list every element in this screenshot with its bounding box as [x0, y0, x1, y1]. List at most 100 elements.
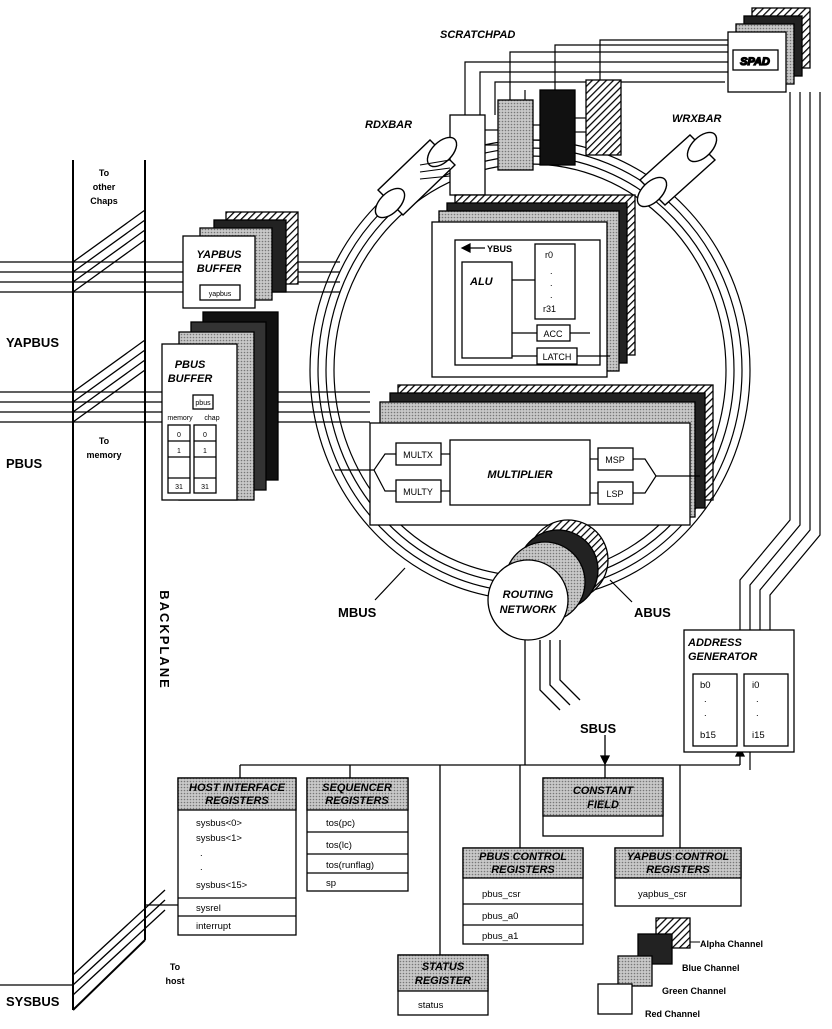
legend-red-swatch — [597, 983, 633, 1015]
address-generator-title-2: GENERATOR — [688, 651, 757, 663]
multiplier-connectors — [335, 453, 700, 494]
routing-label-2: NETWORK — [500, 604, 558, 616]
pbus-cell-0: 0 — [177, 432, 181, 439]
constant-field-title: CONSTANT — [573, 785, 635, 797]
addr-b0: b0 — [700, 680, 711, 691]
legend — [597, 917, 691, 1015]
right-bus-lines — [739, 92, 821, 770]
wrxbar-cylinder — [636, 131, 718, 208]
rdxbar-cylinder — [374, 136, 458, 219]
pbus-buffer-chap: chap — [204, 415, 219, 422]
multiplier-label: MULTIPLIER — [487, 469, 552, 481]
pbus-cell-1b: 1 — [203, 448, 207, 455]
multy-label: MULTY — [403, 487, 433, 497]
sequencer-registers — [306, 777, 409, 892]
lsp-label: LSP — [606, 489, 623, 499]
abus-pointer — [609, 579, 633, 603]
sbus-label: SBUS — [580, 721, 616, 736]
yapbus-buffer-inner: yapbus — [209, 291, 232, 298]
yapbus-lines — [0, 209, 340, 293]
pbus-cell-31: 31 — [175, 484, 183, 491]
to-memory-label-2: memory — [86, 450, 121, 460]
yapbus-control-title-2: REGISTERS — [646, 864, 710, 876]
addr-dot-i1: . — [756, 694, 759, 705]
seq-reg-1: tos(lc) — [326, 840, 352, 851]
mbus-pointer — [374, 567, 406, 601]
latch-label: LATCH — [543, 352, 572, 362]
pbus-reg-0: pbus_csr — [482, 889, 521, 900]
addr-b15: b15 — [700, 730, 716, 741]
spad-stack: SPAD — [727, 7, 811, 93]
seq-reg-3: sp — [326, 878, 336, 889]
address-generator — [683, 629, 795, 753]
to-other-label-2: other — [93, 182, 116, 192]
addr-i15: i15 — [752, 730, 765, 741]
alu-r31: r31 — [543, 304, 556, 314]
to-other-label: To — [99, 168, 110, 178]
multx-label: MULTX — [403, 450, 433, 460]
scratchpad-label: SCRATCHPAD — [440, 29, 515, 41]
host-reg-0: sysbus<0> — [196, 818, 242, 829]
legend-alpha-label: Alpha Channel — [700, 939, 763, 949]
host-dot-1: . — [200, 848, 203, 859]
rdxbar-label: RDXBAR — [365, 119, 412, 131]
status-register-title-2: REGISTER — [415, 975, 471, 987]
seq-reg-2: tos(runflag) — [326, 860, 374, 871]
pbus-buffer — [161, 311, 279, 501]
yapbus-reg-0: yapbus_csr — [638, 889, 687, 900]
yapbus-control-title: YAPBUS CONTROL — [627, 851, 730, 863]
to-memory-label: To — [99, 436, 110, 446]
routing-network — [487, 519, 609, 641]
host-dot-2: . — [200, 862, 203, 873]
alu-stack — [431, 194, 636, 378]
pbus-control-title: PBUS CONTROL — [479, 851, 567, 863]
ybus-label: YBUS — [487, 244, 512, 254]
yapbus-buffer-title: YAPBUS — [196, 249, 242, 261]
sysbus-lines — [0, 889, 178, 996]
pbus-cell-1: 1 — [177, 448, 181, 455]
host-interface-title: HOST INTERFACE — [189, 782, 286, 794]
constant-field-title-2: FIELD — [587, 799, 619, 811]
acc-label: ACC — [543, 329, 563, 339]
yapbus-control-registers — [614, 847, 742, 907]
constant-field — [542, 777, 664, 837]
pbus-buffer-memory: memory — [167, 415, 193, 422]
msp-label: MSP — [605, 455, 625, 465]
sequencer-title: SEQUENCER — [322, 782, 392, 794]
status-register — [397, 954, 489, 1016]
pbus-buffer-inner: pbus — [195, 400, 211, 407]
alu-dot-2: . — [550, 278, 553, 288]
mbus-label: MBUS — [338, 605, 377, 620]
addr-dot-b1: . — [704, 694, 707, 705]
alu-connectors — [460, 243, 610, 357]
pbus-control-title-2: REGISTERS — [491, 864, 555, 876]
wrxbar-label: WRXBAR — [672, 113, 722, 125]
host-reg-interrupt: interrupt — [196, 921, 231, 932]
scratchpad-lines — [464, 39, 750, 115]
to-host-label: To — [170, 962, 181, 972]
addr-dot-b2: . — [704, 708, 707, 719]
to-other-label-3: Chaps — [90, 196, 118, 206]
legend-red-label: Red Channel — [645, 1009, 700, 1019]
abus-label: ABUS — [634, 605, 671, 620]
yapbus-buffer — [182, 211, 299, 309]
host-reg-sysrel: sysrel — [196, 903, 221, 914]
legend-blue-label: Blue Channel — [682, 963, 740, 973]
pbus-cell-31b: 31 — [201, 484, 209, 491]
backplane: BACKPLANE — [72, 160, 172, 1011]
addr-dot-i2: . — [756, 708, 759, 719]
legend-green-label: Green Channel — [662, 986, 726, 996]
pbus-label: PBUS — [6, 456, 42, 471]
host-reg-15: sysbus<15> — [196, 880, 248, 891]
host-interface-registers — [177, 777, 297, 936]
legend-green-swatch — [617, 955, 653, 987]
scratchpad-arrows — [485, 117, 586, 146]
sequencer-title-2: REGISTERS — [325, 795, 389, 807]
pbus-cell-0b: 0 — [203, 432, 207, 439]
routing-label: ROUTING — [503, 589, 554, 601]
alu-label: ALU — [469, 276, 494, 288]
spad-label: SPAD — [740, 56, 770, 68]
pbus-reg-2: pbus_a1 — [482, 931, 518, 942]
scratchpad-registers — [449, 79, 622, 196]
yapbus-buffer-title-2: BUFFER — [197, 263, 242, 275]
